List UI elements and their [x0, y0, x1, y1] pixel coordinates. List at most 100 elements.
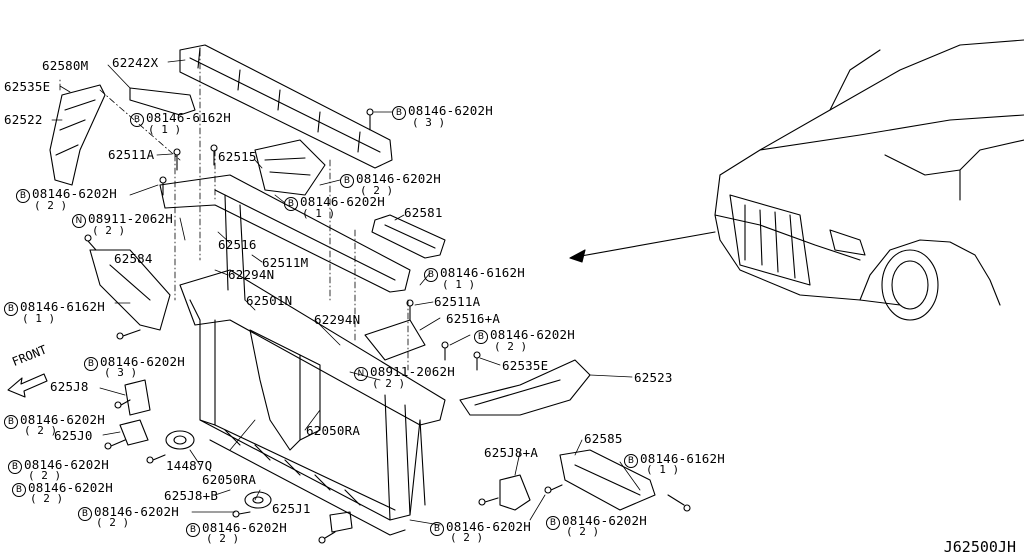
bolt-marker-icon: B: [430, 522, 444, 536]
bracket-625J8A: [499, 474, 531, 511]
bracket-625J8: [124, 379, 151, 416]
radiator-core-support-frame: [179, 269, 446, 536]
qty-d: ( 1 ): [302, 207, 336, 220]
bolt-marker-icon: B: [424, 268, 438, 282]
label-62535E-b: 62535E: [502, 358, 549, 373]
qty-dd: ( 1 ): [646, 463, 680, 476]
label-leaders: [51, 59, 641, 526]
bolt-marker-icon: B: [474, 330, 488, 344]
bracket-625J0: [119, 419, 149, 446]
qty-nb: ( 2 ): [372, 377, 406, 390]
ring-625J1: [244, 491, 272, 509]
qty-h: ( 2 ): [28, 469, 62, 482]
part-number: 08146-6202H: [32, 186, 117, 201]
bolt-marker-icon: B: [8, 460, 22, 474]
label-62535E-a: 62535E: [4, 79, 51, 94]
bolt-marker-icon: B: [78, 507, 92, 521]
left-side-bracket: [49, 84, 106, 186]
bolt-marker-icon: B: [392, 106, 406, 120]
bolt-marker-icon: B: [4, 415, 18, 429]
qty-m: ( 2 ): [566, 525, 600, 538]
qty-k: ( 2 ): [206, 532, 240, 545]
label-625J1: 625J1: [272, 501, 311, 516]
hood-lock-support: [159, 174, 411, 301]
qty-f: ( 3 ): [104, 366, 138, 379]
label-62511M: 62511M: [262, 255, 309, 270]
label-62501N: 62501N: [246, 293, 293, 308]
label-62515: 62515: [218, 149, 257, 164]
bolt-marker-icon: B: [16, 189, 30, 203]
qty-g: ( 2 ): [24, 424, 58, 437]
front-arrow-shape: [7, 373, 48, 398]
nut-marker-icon: N: [354, 367, 368, 381]
callout-arrowhead: [569, 249, 586, 263]
right-side-bracket: [459, 359, 591, 416]
bolt-marker-icon: B: [624, 454, 638, 468]
bolt-marker-icon: B: [130, 113, 144, 127]
bracket-62515: [254, 139, 326, 196]
label-62584: 62584: [114, 251, 153, 266]
part-number: 08911-2062H: [370, 364, 455, 379]
label-62523: 62523: [634, 370, 673, 385]
label-625J8B: 625J8+B: [164, 488, 219, 503]
bracket-62585: [559, 449, 656, 511]
part-number: 08146-6162H: [640, 451, 725, 466]
qty-b2: ( 1 ): [442, 278, 476, 291]
bolt-marker-icon: B: [12, 483, 26, 497]
ring-14487Q: [165, 430, 195, 450]
vehicle-overview: [714, 39, 1024, 321]
part-number: 08146-6162H: [20, 299, 105, 314]
part-number: 08146-6202H: [100, 354, 185, 369]
label-62294N-a: 62294N: [228, 267, 275, 282]
qty-e: ( 2 ): [494, 340, 528, 353]
part-number: 08146-6202H: [202, 520, 287, 535]
clip-625J8B: [329, 511, 353, 533]
label-62511A-b: 62511A: [434, 294, 481, 309]
callout-arrow: [569, 231, 716, 259]
label-62294N-b: 62294N: [314, 312, 361, 327]
qty-a: ( 1 ): [148, 123, 182, 136]
part-number: 08146-6202H: [24, 457, 109, 472]
label-62581: 62581: [404, 205, 443, 220]
qty-c: ( 2 ): [34, 199, 68, 212]
part-number: 08146-6202H: [20, 412, 105, 427]
label-62050RA-b: 62050RA: [202, 472, 257, 487]
part-number: 08146-6162H: [146, 110, 231, 125]
diagram-code: J62500JH: [943, 538, 1016, 556]
label-62585: 62585: [584, 431, 623, 446]
label-62511A-a: 62511A: [108, 147, 155, 162]
bolt-marker-icon: B: [284, 197, 298, 211]
part-number: 08146-6202H: [562, 513, 647, 528]
label-625J0: 625J0: [54, 428, 93, 443]
part-number: 08146-6202H: [28, 480, 113, 495]
bracket-62516A: [364, 319, 426, 361]
bolt-marker-icon: B: [186, 523, 200, 537]
qty-i: ( 2 ): [30, 492, 64, 505]
label-62050RA-a: 62050RA: [306, 423, 361, 438]
qty-j: ( 2 ): [96, 516, 130, 529]
nut-marker-icon: N: [72, 214, 86, 228]
bracket-62584: [89, 249, 171, 331]
label-14487Q: 14487Q: [166, 458, 213, 473]
qty-na: ( 2 ): [92, 224, 126, 237]
part-number: 08146-6162H: [440, 265, 525, 280]
bolt-marker-icon: B: [546, 516, 560, 530]
part-number: 08146-6202H: [300, 194, 385, 209]
part-number: 08146-6202H: [408, 103, 493, 118]
